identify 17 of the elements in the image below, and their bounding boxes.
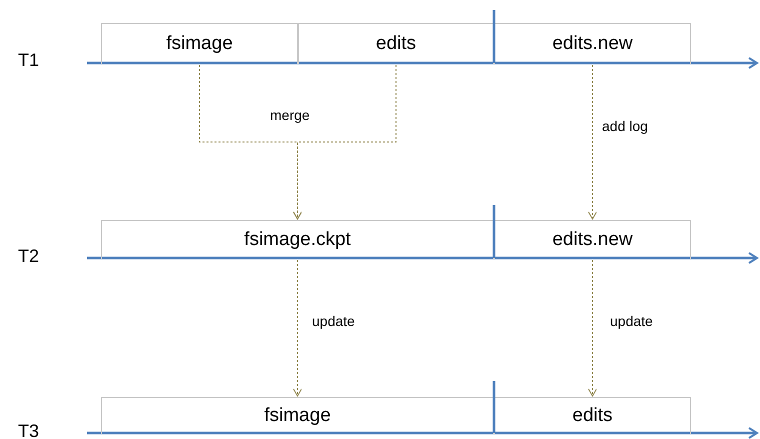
time-label: T1 xyxy=(18,50,40,71)
file-box: edits xyxy=(298,23,494,64)
file-box: edits.new xyxy=(494,23,691,64)
edge-label: add log xyxy=(600,118,650,134)
arrow xyxy=(588,260,597,396)
arrow xyxy=(588,64,597,220)
time-label: T3 xyxy=(18,421,40,439)
arrow xyxy=(293,260,302,396)
arrow xyxy=(293,64,396,220)
file-box: fsimage.ckpt xyxy=(101,220,494,259)
file-box: edits.new xyxy=(494,220,691,259)
time-label: T2 xyxy=(18,246,40,267)
file-box: fsimage xyxy=(101,397,494,434)
file-box: edits xyxy=(494,397,691,434)
edge-label: update xyxy=(310,313,357,329)
edge-label: update xyxy=(608,313,655,329)
file-box: fsimage xyxy=(101,23,298,64)
